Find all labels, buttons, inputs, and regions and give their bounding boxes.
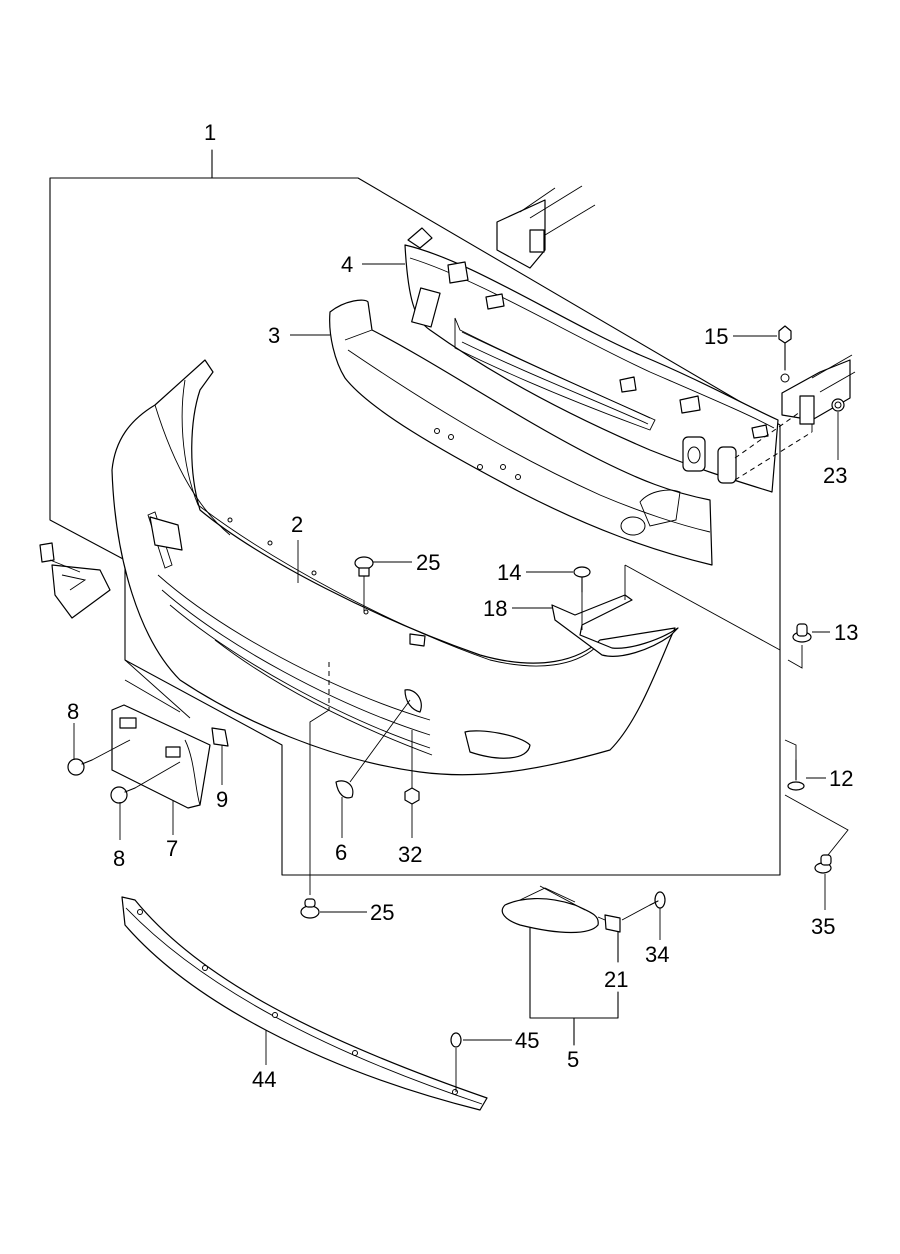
- screw-14: [573, 566, 591, 630]
- leader-lines: [73, 263, 839, 1065]
- callout-25-lower: 25: [370, 900, 394, 925]
- lower-guide-dashed: [309, 662, 330, 895]
- callout-13: 13: [834, 620, 858, 645]
- bumper-reinforcement-beam: [404, 227, 813, 493]
- callout-1: 1: [204, 120, 216, 145]
- side-bracket-right: [551, 564, 781, 657]
- nut-23: [831, 398, 845, 412]
- callout-15: 15: [704, 324, 728, 349]
- assembly-bracket-5: [529, 927, 619, 1046]
- callout-12: 12: [829, 766, 853, 791]
- clip-13: [787, 623, 812, 669]
- push-pin-25-lower: [300, 898, 320, 919]
- callout-labels: 1 2 3 4 5 6 7 8 8 9 12 13 14 15 18 21 23…: [67, 120, 858, 1092]
- clip-45: [450, 1032, 462, 1092]
- callout-3: 3: [268, 323, 280, 348]
- screw-12: [784, 739, 805, 791]
- callout-34: 34: [645, 942, 669, 967]
- assembly-bracket-1: [49, 149, 781, 876]
- callout-44: 44: [252, 1067, 276, 1092]
- cap-6: [335, 699, 411, 799]
- callout-4: 4: [341, 252, 353, 277]
- nut-32: [404, 730, 420, 805]
- frame-rail-right: [781, 354, 856, 432]
- lower-spoiler-strip: [121, 896, 488, 1111]
- callout-23: 23: [823, 463, 847, 488]
- callout-5: 5: [567, 1047, 579, 1072]
- callout-8-lower: 8: [113, 846, 125, 871]
- screw-34: [621, 891, 666, 921]
- screw-8-lower: [110, 761, 181, 804]
- callout-9: 9: [216, 787, 228, 812]
- callout-7: 7: [166, 836, 178, 861]
- callout-21: 21: [604, 967, 628, 992]
- push-pin-25-upper: [354, 556, 374, 612]
- frame-rail-center: [496, 185, 596, 269]
- callout-18: 18: [483, 596, 507, 621]
- bolt-15: [778, 325, 792, 383]
- fog-lamp: [501, 885, 599, 934]
- callout-2: 2: [291, 512, 303, 537]
- side-bracket-left: [39, 542, 111, 619]
- bumper-cover: [111, 359, 676, 776]
- clip-9: [211, 727, 229, 747]
- callout-6: 6: [335, 840, 347, 865]
- callout-14: 14: [497, 560, 521, 585]
- energy-absorber: [329, 299, 713, 566]
- callout-45: 45: [515, 1028, 539, 1053]
- license-plate-bracket: [111, 659, 211, 809]
- clip-35: [784, 794, 849, 874]
- callout-32: 32: [398, 842, 422, 867]
- callout-8-upper: 8: [67, 699, 79, 724]
- callout-35: 35: [811, 914, 835, 939]
- clip-21: [597, 914, 621, 933]
- screw-8-upper: [67, 739, 131, 776]
- callout-25-upper: 25: [416, 550, 440, 575]
